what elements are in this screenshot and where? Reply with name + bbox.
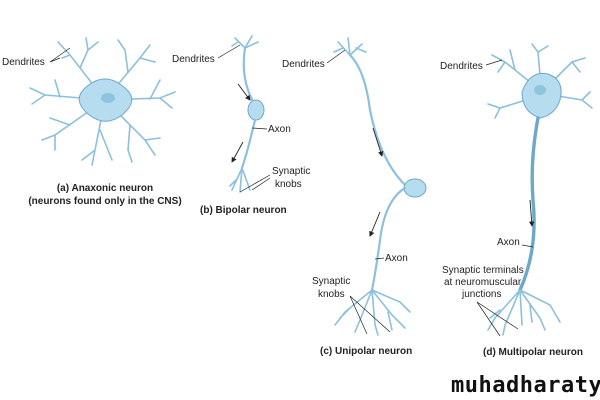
- label-synaptic-b: Synaptic: [272, 166, 310, 177]
- leader-line: [521, 244, 534, 248]
- arrow-icon: [369, 211, 381, 237]
- label-knobs-c: knobs: [318, 289, 345, 300]
- label-synaptic-c: Synaptic: [312, 276, 350, 287]
- caption-anaxonic: (a) Anaxonic neuron: [57, 183, 153, 194]
- leader-line: [49, 47, 71, 63]
- bipolar-neuron: [229, 35, 265, 193]
- leader-line: [217, 44, 241, 59]
- label-terminals-2: at neuromuscular: [444, 277, 522, 288]
- label-axon-d: Axon: [497, 237, 520, 248]
- arrow-icon: [237, 83, 251, 101]
- caption-anaxonic-note: (neurons found only in the CNS): [28, 196, 181, 207]
- label-terminals-1: Synaptic terminals: [442, 265, 524, 276]
- leader-line: [349, 295, 391, 335]
- caption-unipolar: (c) Unipolar neuron: [320, 346, 412, 357]
- multipolar-neuron: [487, 43, 593, 336]
- leader-line: [374, 257, 385, 260]
- arrow-icon: [372, 127, 384, 157]
- leader-line: [476, 301, 519, 337]
- caption-multipolar: (d) Multipolar neuron: [483, 347, 583, 358]
- leader-line: [485, 59, 503, 66]
- label-axon-b: Axon: [268, 124, 291, 135]
- leader-line: [239, 174, 271, 193]
- label-dendrites-c: Dendrites: [282, 59, 325, 70]
- label-terminals-3: junctions: [461, 289, 501, 300]
- label-dendrites-d: Dendrites: [440, 61, 483, 72]
- label-knobs-b: knobs: [275, 179, 302, 190]
- anaxonic-neuron: [29, 37, 176, 166]
- watermark: muhadharaty.com: [451, 373, 600, 398]
- label-dendrites-a: Dendrites: [2, 57, 45, 68]
- label-axon-c: Axon: [385, 253, 408, 264]
- label-dendrites-b: Dendrites: [172, 54, 215, 65]
- leader-line: [251, 127, 268, 130]
- caption-bipolar: (b) Bipolar neuron: [200, 205, 287, 216]
- unipolar-neuron: [333, 37, 427, 336]
- leader-line: [326, 49, 346, 64]
- arrow-icon: [231, 141, 244, 163]
- arrow-icon: [528, 199, 535, 227]
